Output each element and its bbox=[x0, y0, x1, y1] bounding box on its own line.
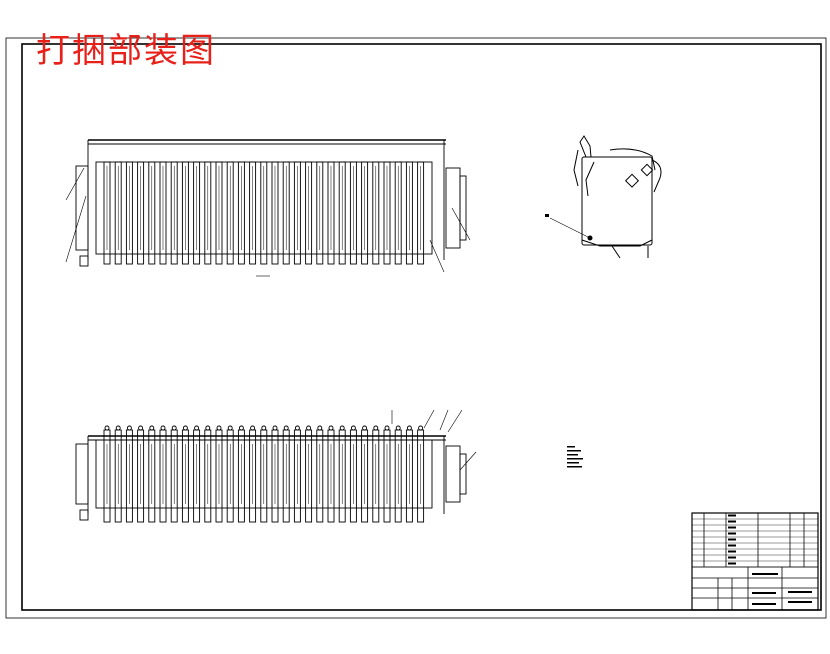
comb-finger bbox=[282, 161, 290, 265]
comb-finger bbox=[316, 161, 324, 265]
title-block bbox=[691, 512, 819, 611]
comb-finger bbox=[361, 161, 369, 265]
comb-finger bbox=[394, 161, 402, 265]
comb-finger bbox=[159, 161, 167, 265]
comb-finger bbox=[260, 161, 268, 265]
comb-finger bbox=[293, 161, 301, 265]
drawing-frame bbox=[21, 43, 822, 611]
comb-finger bbox=[148, 161, 156, 265]
comb-finger bbox=[249, 161, 257, 265]
comb-finger bbox=[114, 161, 122, 265]
outer-border bbox=[5, 37, 827, 619]
comb-finger bbox=[125, 161, 133, 265]
comb-finger bbox=[170, 161, 178, 265]
note-marks bbox=[567, 446, 583, 468]
comb-finger bbox=[271, 161, 279, 265]
comb-finger bbox=[383, 161, 391, 265]
comb-finger bbox=[372, 161, 380, 265]
side-view bbox=[545, 135, 662, 259]
comb-finger bbox=[349, 161, 357, 265]
comb-finger bbox=[237, 161, 245, 265]
comb-finger bbox=[204, 161, 212, 265]
comb-finger bbox=[181, 161, 189, 265]
comb-finger bbox=[103, 161, 111, 265]
title-block-rows bbox=[692, 514, 818, 605]
comb-finger bbox=[305, 161, 313, 265]
comb-finger bbox=[405, 161, 413, 265]
comb-finger bbox=[338, 161, 346, 265]
comb-finger bbox=[226, 161, 234, 265]
drawing-title: 打捆部装图 bbox=[36, 31, 216, 71]
comb-finger bbox=[137, 161, 145, 265]
comb-finger bbox=[193, 161, 201, 265]
comb-finger bbox=[327, 161, 335, 265]
comb-finger bbox=[417, 161, 425, 265]
comb-finger bbox=[215, 161, 223, 265]
front-view-top bbox=[65, 139, 471, 277]
front-view-bottom bbox=[75, 409, 477, 523]
